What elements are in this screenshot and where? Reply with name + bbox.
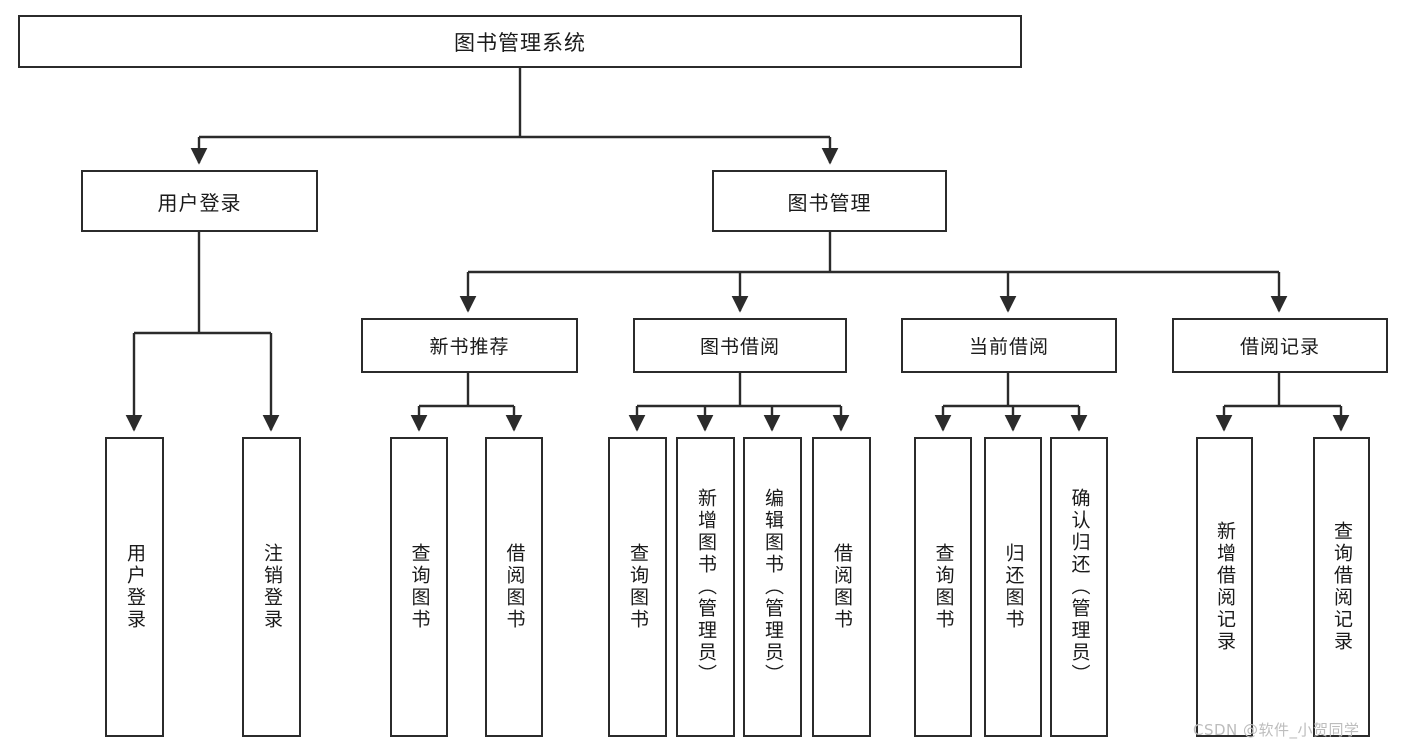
node-label: 用户登录 <box>124 543 146 631</box>
node-leaf-11[interactable]: 新增借阅记录 <box>1196 437 1253 737</box>
node-leaf-0[interactable]: 用户登录 <box>105 437 164 737</box>
node-label: 查询借阅记录 <box>1331 521 1353 653</box>
node-leaf-2[interactable]: 查询图书 <box>390 437 448 737</box>
node-root-图书管理系统[interactable]: 图书管理系统 <box>18 15 1022 68</box>
node-leaf-5[interactable]: 新增图书（管理员） <box>676 437 735 737</box>
node-label: 借阅图书 <box>831 543 853 631</box>
node-label: 借阅图书 <box>503 543 526 631</box>
node-label: 确认归还（管理员） <box>1068 488 1091 686</box>
node-label: 当前借阅 <box>968 336 1049 358</box>
node-leaf-3[interactable]: 借阅图书 <box>485 437 543 737</box>
node-leaf-1[interactable]: 注销登录 <box>242 437 301 737</box>
node-leaf-9[interactable]: 归还图书 <box>984 437 1042 737</box>
node-level2-1[interactable]: 图书管理 <box>712 170 947 232</box>
node-leaf-8[interactable]: 查询图书 <box>914 437 972 737</box>
node-level3-2[interactable]: 当前借阅 <box>901 318 1117 373</box>
csdn-watermark: CSDN @软件_小贺同学 <box>1193 721 1360 739</box>
node-leaf-6[interactable]: 编辑图书（管理员） <box>743 437 802 737</box>
node-label: 图书管理系统 <box>454 30 586 55</box>
node-label: 归还图书 <box>1002 543 1025 631</box>
node-label: 图书管理 <box>787 190 872 215</box>
node-leaf-7[interactable]: 借阅图书 <box>812 437 871 737</box>
node-label: 查询图书 <box>627 543 649 631</box>
node-label: 图书借阅 <box>699 336 780 358</box>
node-label: 用户登录 <box>157 190 242 215</box>
node-leaf-10[interactable]: 确认归还（管理员） <box>1050 437 1108 737</box>
node-label: 查询图书 <box>408 543 431 631</box>
node-leaf-4[interactable]: 查询图书 <box>608 437 667 737</box>
node-level3-0[interactable]: 新书推荐 <box>361 318 578 373</box>
node-level3-1[interactable]: 图书借阅 <box>633 318 847 373</box>
node-label: 新增图书（管理员） <box>695 488 717 686</box>
node-label: 新增借阅记录 <box>1214 521 1236 653</box>
node-level2-0[interactable]: 用户登录 <box>81 170 318 232</box>
node-label: 借阅记录 <box>1239 336 1320 358</box>
node-label: 编辑图书（管理员） <box>762 488 784 686</box>
node-label: 注销登录 <box>261 543 283 631</box>
node-leaf-12[interactable]: 查询借阅记录 <box>1313 437 1370 737</box>
node-level3-3[interactable]: 借阅记录 <box>1172 318 1388 373</box>
node-label: 查询图书 <box>932 543 955 631</box>
node-label: 新书推荐 <box>429 336 510 358</box>
